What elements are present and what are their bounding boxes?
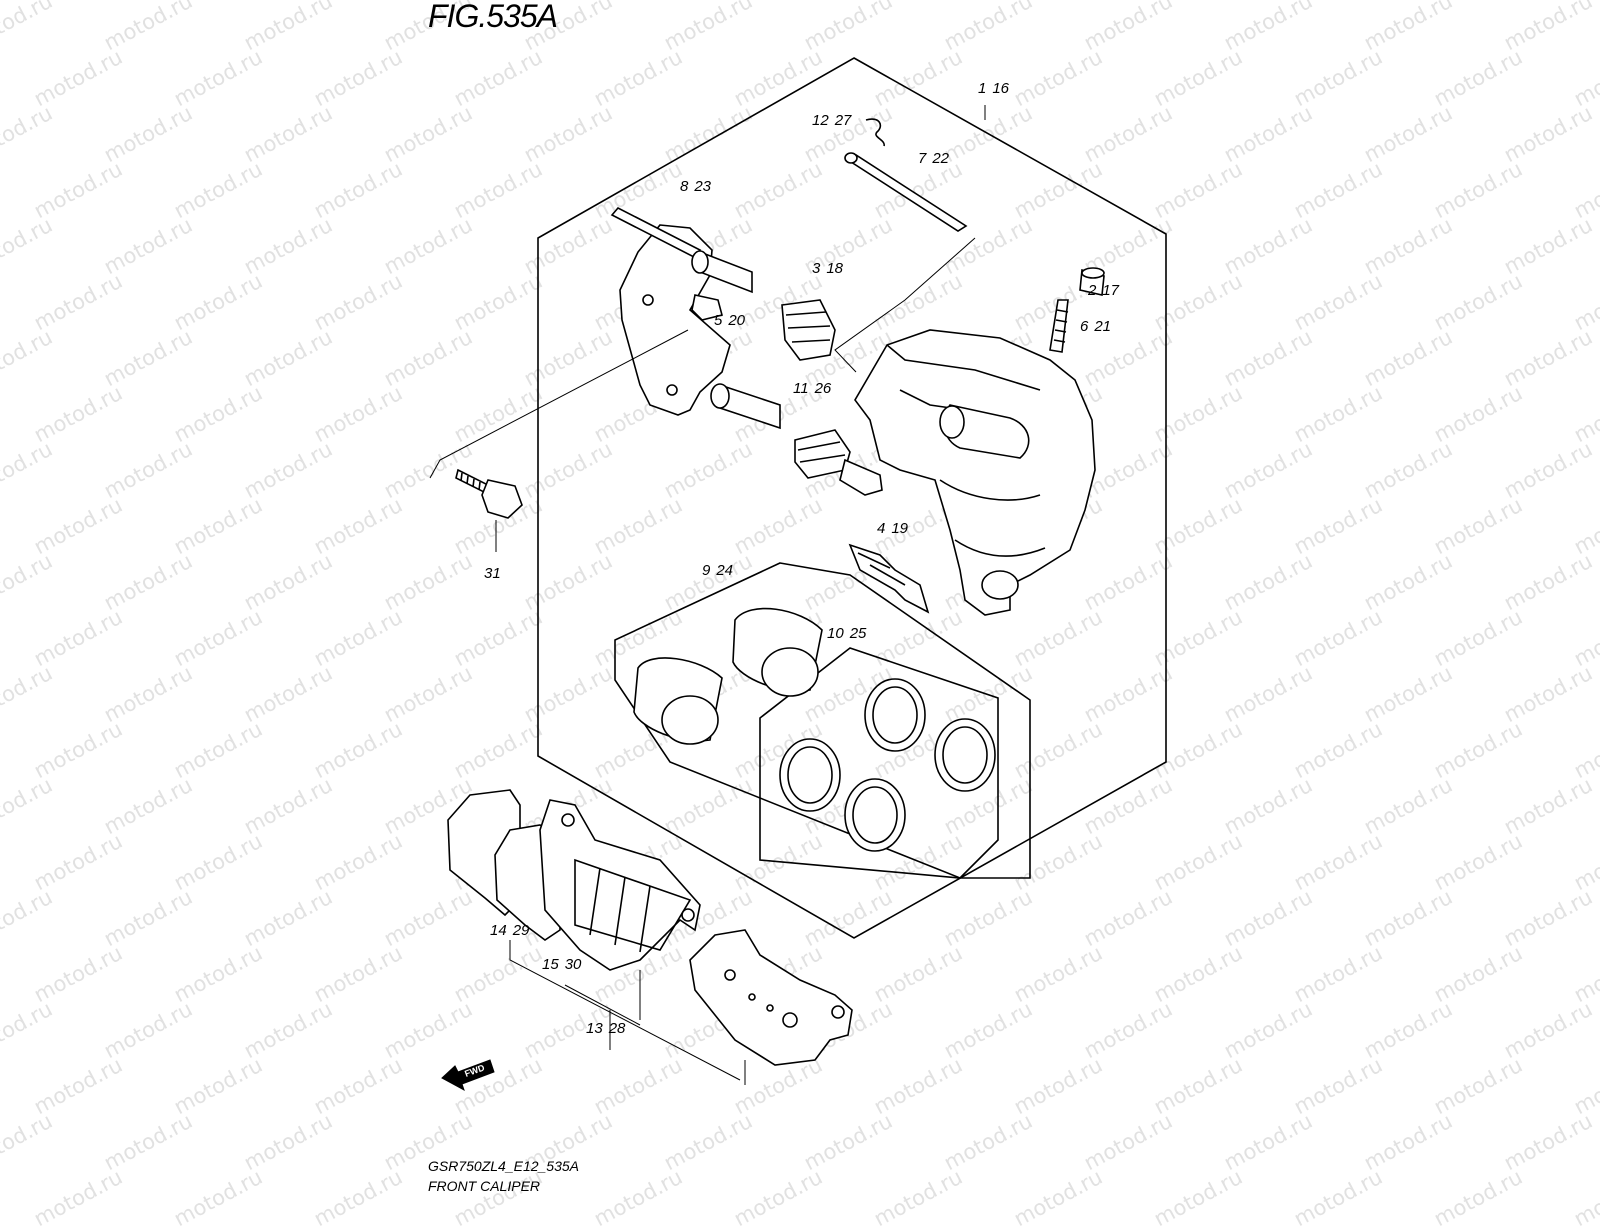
- part-num: 27: [834, 112, 852, 129]
- leader-line: [509, 940, 741, 1081]
- part-label-4: 4 19: [877, 520, 908, 537]
- part-ref: 3: [812, 260, 821, 277]
- part-num: 20: [728, 312, 746, 329]
- exploded-parts-diagram: FWD: [429, 57, 1167, 1092]
- part-label-8: 8 23: [680, 178, 711, 195]
- part-num: 18: [826, 260, 844, 277]
- part-label-10: 10 25: [827, 625, 866, 642]
- part-num: 25: [849, 625, 867, 642]
- part-label-2: 2 17: [1088, 282, 1119, 299]
- part-ref: 15: [542, 956, 559, 973]
- part-label-7: 7 22: [918, 150, 949, 167]
- part-label-14: 14 29: [490, 922, 529, 939]
- figure-subtitle: FRONT CALIPER: [428, 1178, 541, 1194]
- piston-1: [633, 657, 723, 745]
- part-label-1: 1 16: [978, 80, 1009, 97]
- seal-1: [864, 678, 926, 752]
- pad-spring: [848, 543, 930, 614]
- boot-lower: [794, 429, 883, 496]
- brake-pad-rear: [689, 929, 853, 1066]
- part-ref: 12: [812, 112, 829, 129]
- part-ref: 6: [1080, 318, 1089, 335]
- figure-title: FIG.535A: [428, 0, 558, 34]
- part-ref: 1: [978, 80, 987, 97]
- bracket-clip: [691, 294, 723, 321]
- part-label-3: 3 18: [812, 260, 843, 277]
- part-label-12: 12 27: [812, 112, 851, 129]
- pad-pin-clip: [865, 118, 885, 147]
- part-num: 19: [891, 520, 909, 537]
- part-label-5: 5 20: [714, 312, 745, 329]
- seal-3: [934, 718, 996, 792]
- caliper-body: [854, 329, 1096, 616]
- part-label-6: 6 21: [1080, 318, 1111, 335]
- part-num: 22: [932, 150, 950, 167]
- slide-pin-upper: [610, 207, 753, 294]
- bleeder-cap: [1079, 267, 1105, 296]
- part-ref: 31: [484, 565, 501, 582]
- part-label-13: 13 28: [586, 1020, 625, 1037]
- slide-pin-lower: [710, 383, 781, 430]
- part-ref: 9: [702, 562, 711, 579]
- part-num: 17: [1102, 282, 1120, 299]
- part-num: 28: [608, 1020, 626, 1037]
- part-ref: 5: [714, 312, 723, 329]
- leader-line: [564, 984, 641, 1026]
- part-ref: 13: [586, 1020, 603, 1037]
- part-num: 29: [512, 922, 530, 939]
- part-ref: 14: [490, 922, 507, 939]
- part-ref: 2: [1088, 282, 1097, 299]
- seal-4: [844, 778, 906, 852]
- brake-pad-front: [539, 799, 701, 971]
- seal-kit-outline: [759, 647, 999, 879]
- figure-code: GSR750ZL4_E12_535A: [428, 1158, 579, 1174]
- leader-line: [834, 237, 976, 373]
- part-num: 26: [814, 380, 832, 397]
- part-num: 30: [564, 956, 582, 973]
- part-ref: 4: [877, 520, 886, 537]
- caliper-assembly-outline: [537, 57, 1167, 939]
- part-num: 23: [694, 178, 712, 195]
- part-label-11: 11 26: [793, 380, 831, 397]
- seal-2: [779, 738, 841, 812]
- part-label-31: 31: [484, 565, 501, 582]
- fwd-arrow-icon: [441, 1059, 495, 1092]
- boot-upper: [781, 299, 836, 361]
- part-ref: 11: [793, 380, 809, 397]
- part-ref: 8: [680, 178, 689, 195]
- part-num: 24: [716, 562, 734, 579]
- part-num: 21: [1094, 318, 1112, 335]
- piston-2: [732, 607, 823, 697]
- part-ref: 10: [827, 625, 844, 642]
- part-ref: 7: [918, 150, 927, 167]
- part-num: 16: [992, 80, 1010, 97]
- bleeder-screw: [1049, 299, 1069, 353]
- pad-pin: [844, 152, 968, 232]
- part-label-9: 9 24: [702, 562, 733, 579]
- leader-line: [429, 329, 689, 479]
- mounting-bolt: [455, 468, 523, 519]
